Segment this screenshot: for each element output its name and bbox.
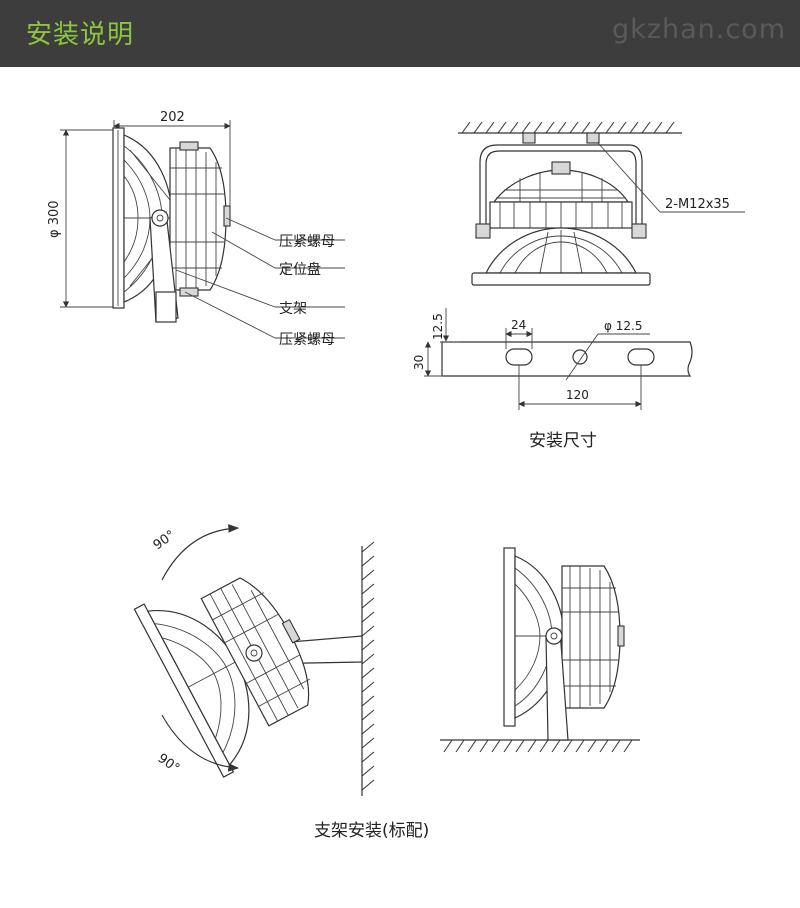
caption-install-size: 安装尺寸 [529, 431, 597, 451]
side-view-lamp: 202 φ 300 [47, 110, 345, 348]
watermark: gkzhan.com [612, 14, 786, 45]
ceiling-hatch [461, 121, 675, 134]
installation-diagram: 202 φ 300 [47, 110, 745, 841]
floor-hatch [443, 739, 633, 753]
dim-202: 202 [160, 110, 185, 125]
callout-positioning-disc: 定位盘 [279, 261, 321, 278]
dim-30: 30 [412, 355, 426, 370]
dim-hole-diameter: φ 12.5 [604, 319, 642, 333]
callout-bracket: 支架 [279, 301, 307, 317]
floor-mount-view [440, 547, 640, 753]
dim-24: 24 [511, 318, 526, 332]
ceiling-mount-view: 2-M12x35 [458, 121, 745, 286]
callout-compression-nut-1: 压紧螺母 [279, 234, 335, 250]
caption-bracket-install: 支架安装(标配) [314, 821, 429, 841]
bracket-strip-drawing: 12.5 30 24 φ 12.5 120 安装尺寸 [412, 308, 693, 451]
rotation-view: 90° 90° [133, 524, 375, 796]
header-bar: 安装说明 gkzhan.com [0, 0, 800, 67]
rotation-angle-top: 90° [151, 528, 178, 554]
dim-120: 120 [566, 388, 589, 402]
dim-diameter-300: φ 300 [47, 200, 62, 238]
wall-hatch-left [361, 541, 375, 791]
callout-compression-nut-2: 压紧螺母 [279, 332, 335, 348]
slot-hole-left [505, 348, 533, 366]
dim-12-5: 12.5 [431, 313, 445, 340]
round-hole [572, 349, 588, 365]
rotation-angle-bottom: 90° [155, 751, 182, 777]
bolt-spec-label: 2-M12x35 [665, 197, 730, 212]
page-title: 安装说明 [26, 20, 135, 50]
slot-hole-right [627, 348, 655, 366]
